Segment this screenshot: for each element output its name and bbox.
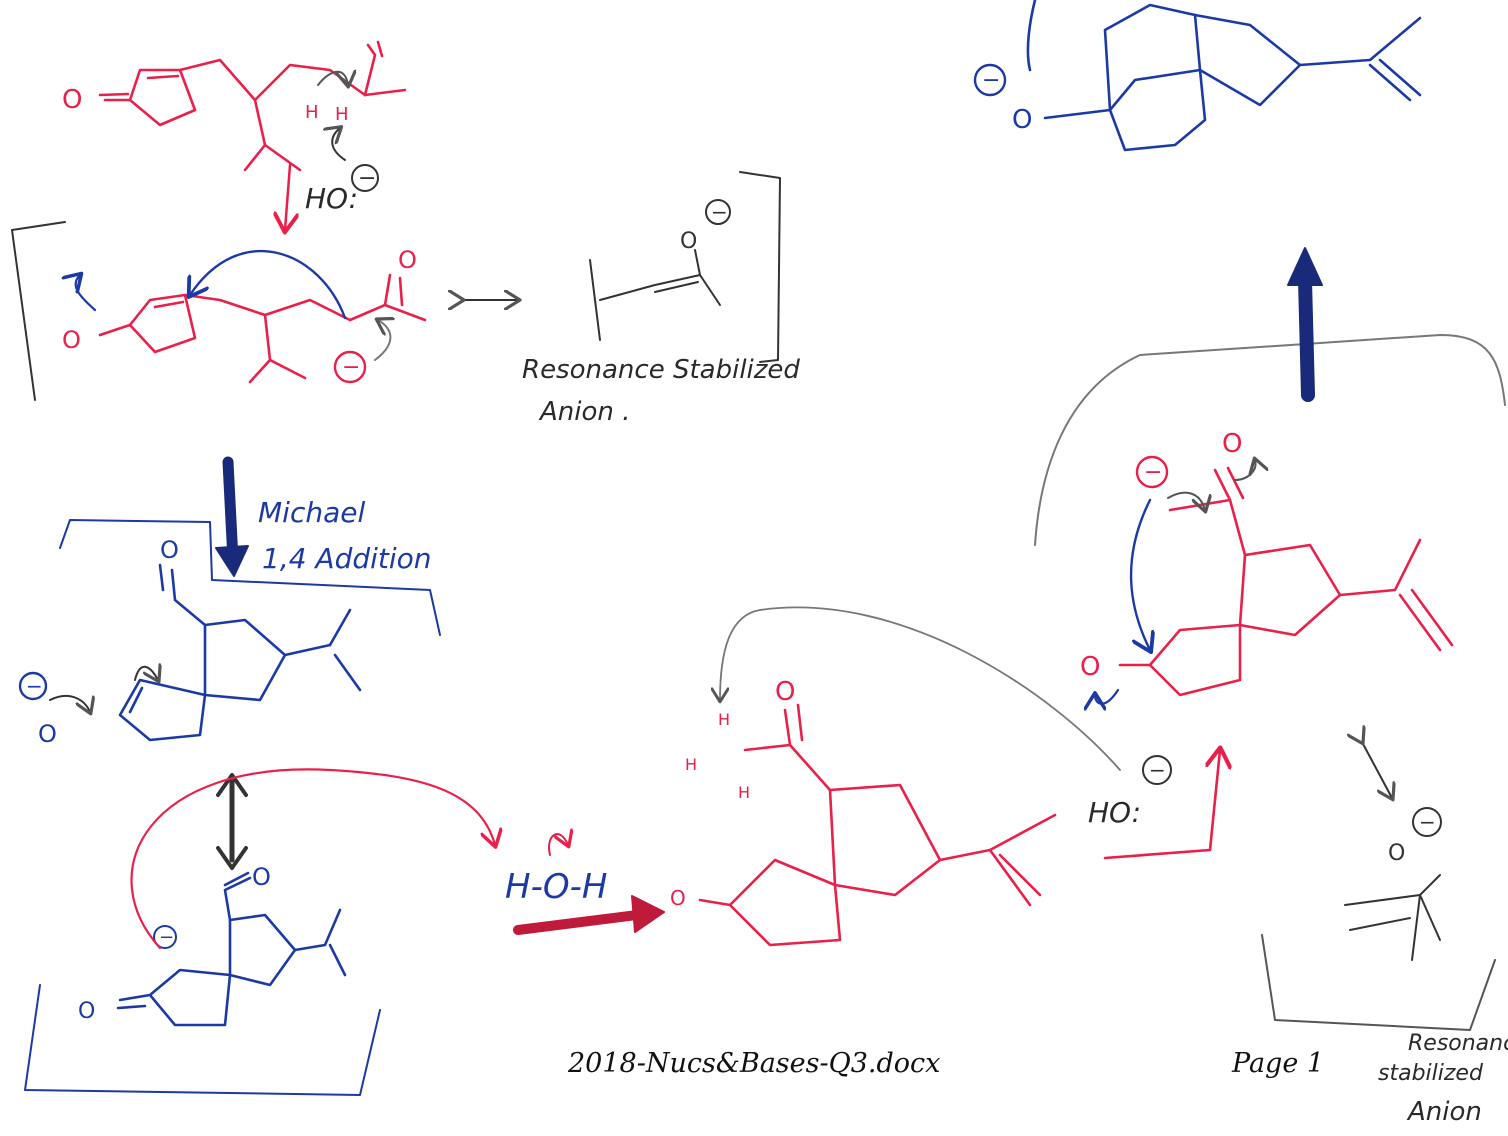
enone-push-arrow (76, 275, 97, 312)
resonance-top-line2: Anion . (538, 397, 630, 427)
tricyclic-alkoxide (1026, 0, 1422, 152)
alkoxide-oxygen: O (1012, 105, 1032, 135)
enolate-charge-circle (333, 350, 367, 384)
step1-arrow (285, 163, 290, 230)
up-arrow (1298, 273, 1315, 402)
resonance-anion-sketch (589, 249, 721, 341)
resonance-bottom-line3: Anion (1406, 1097, 1482, 1127)
resonance-arrow-right (1362, 742, 1392, 798)
product-methyl-h1: H (718, 710, 730, 729)
carbanion-charge: − (159, 927, 174, 948)
right-push-arrow (1167, 491, 1205, 510)
resonance-bottom-line2: stabilized (1378, 1061, 1484, 1086)
spiro-enolate-charge: − (26, 674, 43, 698)
spiro-enolate (118, 563, 362, 742)
enolate-bracket (11, 171, 781, 401)
michael-line2: 1,4 Addition (262, 542, 432, 575)
right-enolate-charge: − (1144, 460, 1162, 485)
product-methyl-h3: H (738, 783, 750, 802)
spiro-push-arrow-2 (134, 667, 158, 680)
resonance-bottom-line1: Resonance (1408, 1031, 1508, 1056)
intramolecular-attack-arrow (190, 250, 347, 320)
product-ring-oxygen: O (670, 886, 686, 910)
resonance-anion-oxygen: O (680, 229, 697, 254)
spiro-diketone (698, 703, 1057, 947)
resonance-anion-charge: − (711, 200, 728, 224)
alkoxide-charge: − (982, 68, 1000, 93)
start-alpha-h2: H (335, 104, 349, 125)
protonation-arrow (130, 768, 495, 950)
deprotonation-arrow (317, 72, 348, 85)
right-resonance-charge: − (1419, 810, 1436, 834)
resonance-double-arrowhead-top (216, 773, 248, 797)
starting-material (98, 40, 407, 172)
right-enolate (1118, 466, 1454, 697)
methyl-deprotonation-arrow (720, 606, 1121, 771)
footer-filename: 2018-Nucs&Bases-Q3.docx (568, 1048, 941, 1079)
right-enolate-ring-oxygen: O (1080, 652, 1100, 682)
enolate-carbonyl-oxygen: O (62, 326, 81, 354)
ketone-form-oxygen-top: O (252, 863, 271, 891)
right-enolate-charge-circle (1135, 455, 1169, 489)
reaction-arrow-red (513, 909, 650, 935)
right-enolate-ketone-oxygen: O (1222, 429, 1242, 459)
right-bottom-bracket (1261, 934, 1496, 1031)
spiro-bracket (59, 519, 441, 636)
right-resonance-charge-circle (1412, 807, 1442, 837)
up-arrowhead (1287, 247, 1323, 286)
ketone-resonance-form (116, 871, 347, 1027)
hydroxide-top-charge-circle (351, 164, 379, 192)
product-ketone-oxygen: O (775, 677, 795, 707)
michael-line1: Michael (258, 496, 365, 529)
spiro-enolate-charge-circle (18, 671, 48, 701)
product-methyl-h2: H (685, 755, 697, 774)
resonance-double-arrowhead-bottom (216, 846, 248, 870)
hydroxide-right-charge-circle (1142, 755, 1172, 785)
hydroxide-top-charge: − (358, 166, 376, 191)
spiro-enolate-oxygen: O (38, 720, 57, 748)
hydroxide-top-label: HO: (305, 182, 358, 215)
start-carbonyl-oxygen: O (62, 85, 82, 115)
hydroxide-right-label: HO: (1088, 796, 1141, 829)
right-large-bracket (1034, 334, 1506, 546)
ketone-form-oxygen-left: O (78, 999, 95, 1024)
spiro-ketone-oxygen: O (160, 536, 179, 564)
enolate-push-arrow (374, 320, 390, 361)
oxygen-push-arrow (1095, 688, 1120, 704)
michael-arrow (222, 456, 239, 566)
michael-arrowhead (215, 545, 249, 577)
resonance-anion-charge-circle (705, 199, 731, 225)
carbanion-charge-circle (153, 925, 177, 949)
right-resonance-oxygen: O (1388, 841, 1405, 866)
water-label: H-O-H (505, 867, 607, 907)
reaction-arrowhead-red (631, 895, 665, 933)
resonance-top-line1: Resonance Stabilized (522, 355, 800, 385)
right-carbonyl-arrow (1234, 460, 1256, 481)
water-bond-arrow (548, 834, 568, 856)
spiro-push-arrow-1 (49, 694, 90, 712)
hydroxide-right-charge: − (1149, 758, 1166, 782)
hydroxide-attack-arrow (332, 128, 346, 161)
enolate-intermediate (98, 273, 427, 384)
bottom-left-bracket (24, 984, 381, 1096)
red-step-arrow (1103, 750, 1220, 860)
enolate-ketone-oxygen: O (398, 246, 417, 274)
alkoxide-charge-circle (973, 63, 1007, 97)
right-resonance-sketch (1344, 874, 1441, 961)
start-alpha-h1: H (305, 102, 319, 123)
footer-page-label: Page 1 (1232, 1048, 1325, 1079)
aldol-attack-arrow (1129, 498, 1150, 650)
enolate-charge: − (342, 355, 360, 380)
